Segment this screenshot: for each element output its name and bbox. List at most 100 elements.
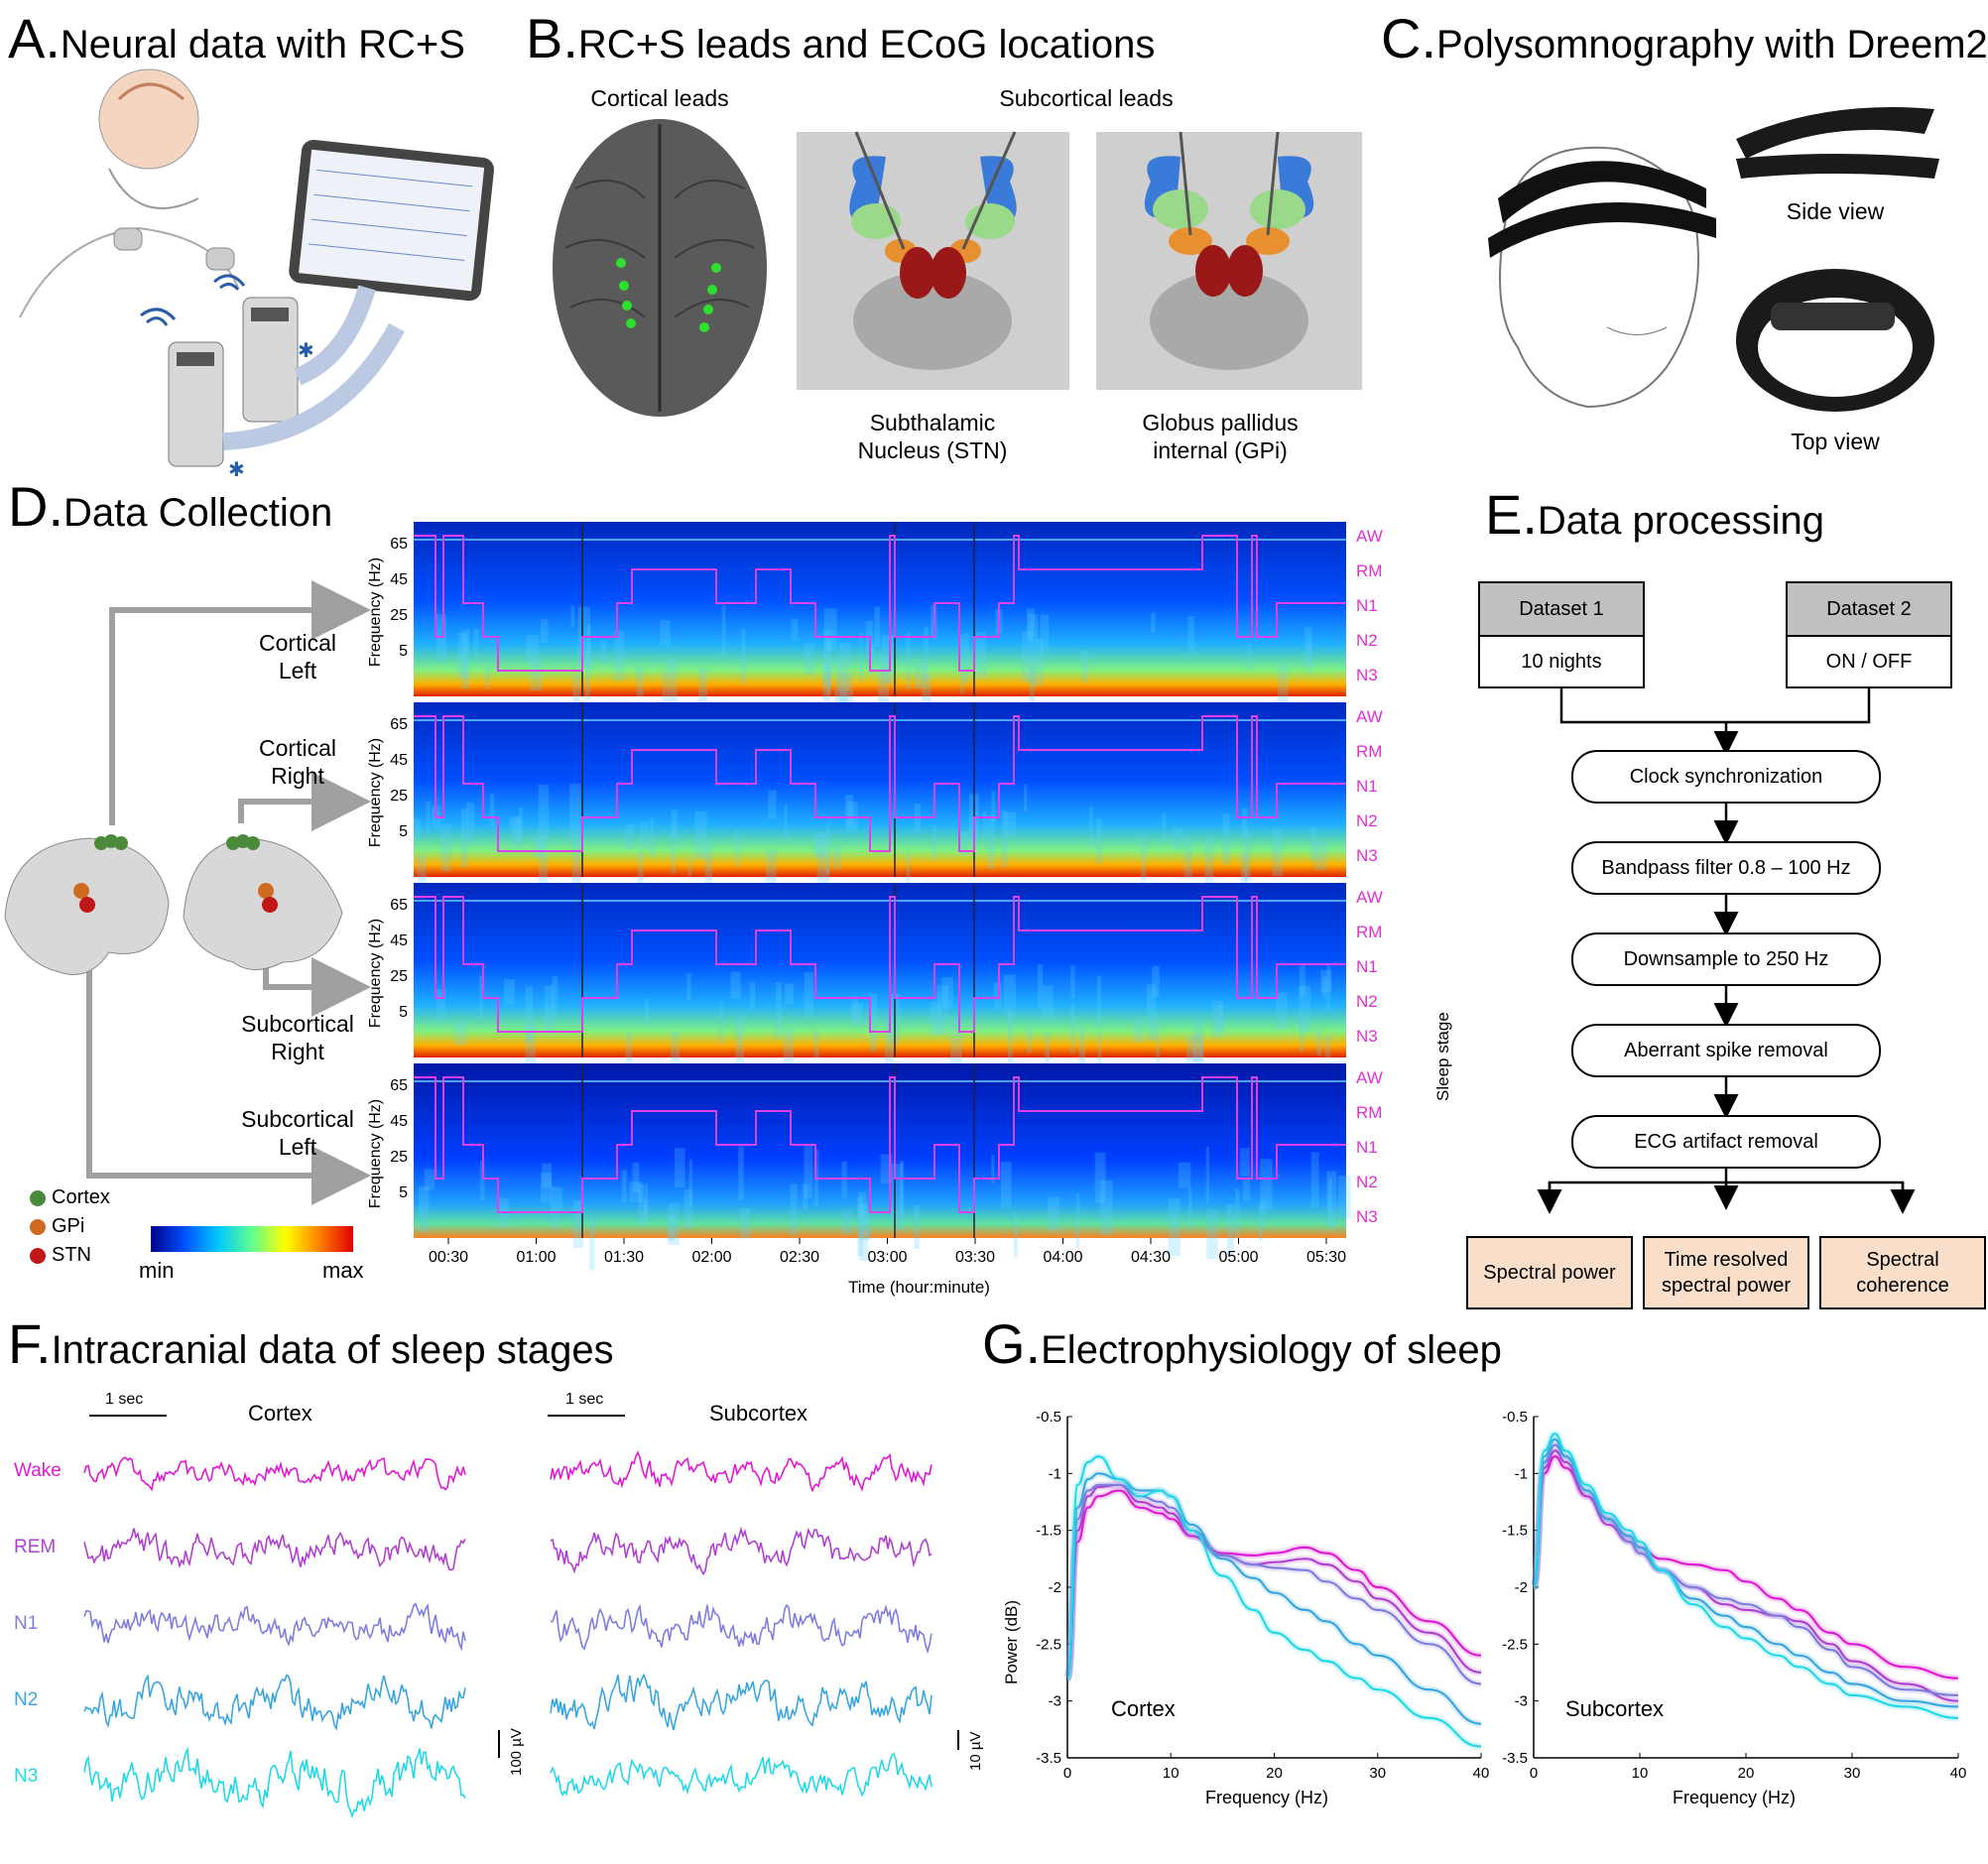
svg-text:✱: ✱ <box>298 338 314 362</box>
x-tick-label: 30 <box>1844 1765 1861 1782</box>
panel-g-letter: G. <box>982 1312 1042 1375</box>
hypnogram-line <box>414 1076 1346 1213</box>
dataset2-header: Dataset 2 <box>1786 581 1952 637</box>
spectrogram-texture <box>1133 1017 1144 1043</box>
spectrogram-texture <box>826 639 831 694</box>
legend-label: STN <box>52 1244 91 1266</box>
spectrogram-texture <box>662 672 666 706</box>
spectrogram-texture <box>1227 1203 1234 1256</box>
spectrogram-texture <box>1152 965 1160 998</box>
spectrogram-texture <box>1310 1152 1319 1208</box>
freq-tick-label: 5 <box>399 1184 408 1201</box>
stage-label-n1: N1 <box>1356 596 1378 615</box>
spectrogram-texture <box>844 795 853 827</box>
stage-label-n2: N2 <box>1356 1173 1378 1191</box>
time-tick-label: 04:30 <box>1131 1249 1171 1266</box>
spectrogram-texture <box>1192 1018 1202 1062</box>
trace-wake-cortex <box>83 1456 466 1492</box>
spectrogram-texture <box>1187 1187 1192 1232</box>
spectrogram-texture <box>466 802 475 843</box>
colorbar-min-label: min <box>139 1258 175 1283</box>
panel-d-letter: D. <box>8 475 63 538</box>
rcs-patient-illustration: ✱ ✱ <box>19 68 494 481</box>
subcortex-time-scale-bar <box>548 1415 625 1417</box>
panel-f-title-text: Intracranial data of sleep stages <box>51 1328 614 1372</box>
series-0-confidence-band <box>1530 1452 1959 1682</box>
spectrogram-texture <box>479 975 484 1020</box>
legend-swatch <box>30 1247 46 1264</box>
panel-c-title-text: Polysomnography with Dreem2 <box>1436 23 1988 66</box>
spectrogram-texture <box>577 606 591 666</box>
cortex-time-scale-label: 1 sec <box>105 1391 144 1408</box>
spectrogram-texture <box>1235 1188 1240 1239</box>
spectrogram-texture <box>424 1169 435 1190</box>
spectrogram-texture <box>571 840 581 885</box>
spectrogram-texture <box>1240 851 1248 910</box>
spectrogram-texture <box>538 835 548 895</box>
freq-tick-label: 25 <box>390 607 408 624</box>
spectrogram-texture <box>1204 837 1214 895</box>
step-downsample: Downsample to 250 Hz <box>1571 932 1881 986</box>
trace-n3-subcortex <box>550 1752 932 1798</box>
gpi-mri-image <box>1096 131 1362 390</box>
spectrogram-texture <box>982 810 987 837</box>
subcortex-trace-title: Subcortex <box>709 1401 808 1426</box>
y-tick-label: -2.5 <box>1502 1636 1528 1653</box>
cortex-amplitude-scale-label: 100 µV <box>508 1728 525 1776</box>
spectrogram-texture <box>532 835 545 858</box>
spectrogram-texture <box>816 831 830 887</box>
spectrogram-texture <box>570 605 575 627</box>
spectrogram-texture <box>804 972 813 1018</box>
y-tick-label: -1.5 <box>1036 1523 1061 1540</box>
legend-label: GPi <box>52 1215 85 1237</box>
spectrogram-texture <box>660 620 671 646</box>
series-2-confidence-band <box>1063 1481 1482 1687</box>
spectrogram-texture <box>485 667 490 689</box>
freq-axis-label: Frequency (Hz) <box>367 1099 384 1208</box>
spectrogram-texture <box>600 641 607 663</box>
spectrogram-texture <box>418 1185 430 1232</box>
spectrogram-texture <box>674 1148 685 1188</box>
spectrogram-texture <box>1097 1031 1102 1085</box>
spectrogram-texture <box>1261 1198 1267 1229</box>
freq-tick-label: 65 <box>390 716 408 733</box>
panel-a-title-text: Neural data with RC+S <box>60 23 465 66</box>
spectrogram-texture <box>1045 1031 1051 1081</box>
y-tick-label: -3 <box>1515 1693 1528 1710</box>
spectrogram-texture <box>869 993 878 1052</box>
spectrogram-texture <box>1081 649 1088 683</box>
output-spectral-coherence: Spectral coherence <box>1819 1236 1986 1309</box>
freq-axis-label: Frequency (Hz) <box>367 738 384 847</box>
spectrogram-texture <box>671 808 678 835</box>
spectrogram-texture <box>1272 827 1283 877</box>
spectrogram-texture <box>842 1211 852 1235</box>
spectrogram-texture <box>924 626 929 678</box>
spectrogram-texture <box>749 982 756 1009</box>
dreem-top-view-image <box>1736 269 1934 412</box>
stage-label-aw: AW <box>1356 1068 1383 1087</box>
spectrogram-texture <box>1314 841 1327 871</box>
panel-b-title: B.RC+S leads and ECoG locations <box>526 6 1155 70</box>
spectrogram-texture <box>1322 976 1327 998</box>
stage-label-n3: N3 <box>1356 666 1378 684</box>
spectrogram-texture <box>667 1213 675 1241</box>
freq-tick-label: 45 <box>390 932 408 949</box>
spectrogram-texture <box>936 985 948 1036</box>
y-tick-label: -0.5 <box>1502 1409 1528 1426</box>
spectrogram-texture <box>735 1015 745 1067</box>
dreem-headband-wearer-illustration <box>1488 146 1716 409</box>
spectrogram-texture <box>802 1183 808 1210</box>
spectrogram-texture <box>614 631 625 682</box>
spectrogram-texture <box>906 851 911 886</box>
subcortex-time-scale-label: 1 sec <box>565 1391 604 1408</box>
psd-y-axis-label: Power (dB) <box>1002 1599 1021 1684</box>
y-tick-label: -3.5 <box>1502 1750 1528 1767</box>
spectrogram-texture <box>518 807 523 844</box>
spectrogram-texture <box>1070 964 1075 998</box>
spectrogram-texture <box>987 814 995 869</box>
spectrogram-texture <box>1168 1197 1180 1257</box>
stage-label-n3: N3 <box>1356 846 1378 865</box>
